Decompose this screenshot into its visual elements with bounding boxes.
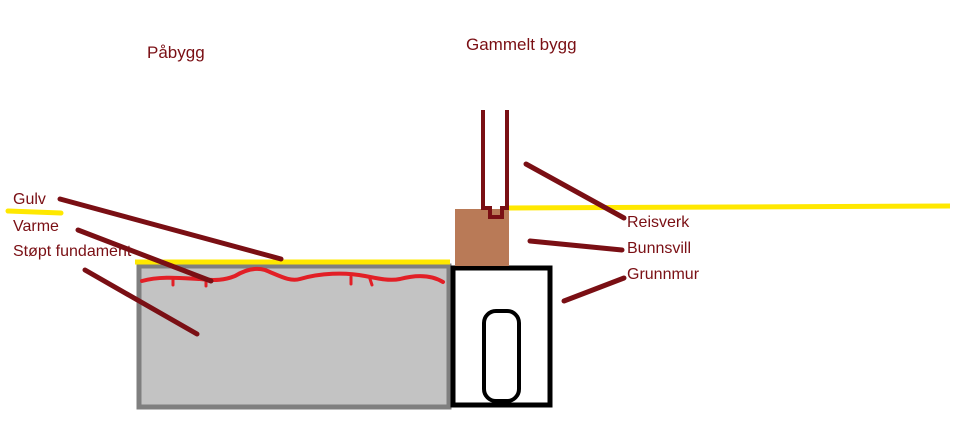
foundation-wall-opening — [482, 309, 521, 403]
title-new-building: Påbygg — [147, 43, 205, 62]
label-cast-foundation: Støpt fundament — [13, 243, 132, 260]
label-floor: Gulv — [13, 191, 46, 208]
leader-foundation — [82, 267, 200, 337]
leader-foundation-wall — [561, 275, 627, 304]
label-foundation-wall: Grunnmur — [627, 266, 700, 283]
leader-framing — [523, 161, 627, 221]
label-sill-plate: Bunnsvill — [627, 240, 692, 257]
leader-sill — [527, 238, 625, 253]
framing-stud — [481, 110, 509, 219]
leader-heating — [75, 227, 214, 284]
floor-line-old — [508, 203, 951, 211]
cast-foundation-slab — [136, 263, 452, 410]
title-old-building: Gammelt bygg — [466, 35, 577, 54]
heating-drip — [171, 275, 374, 288]
leader-floor — [57, 196, 284, 262]
label-framing: Reisverk — [627, 214, 690, 231]
floor-legend-underline — [5, 208, 64, 216]
label-heating: Varme — [13, 218, 59, 235]
